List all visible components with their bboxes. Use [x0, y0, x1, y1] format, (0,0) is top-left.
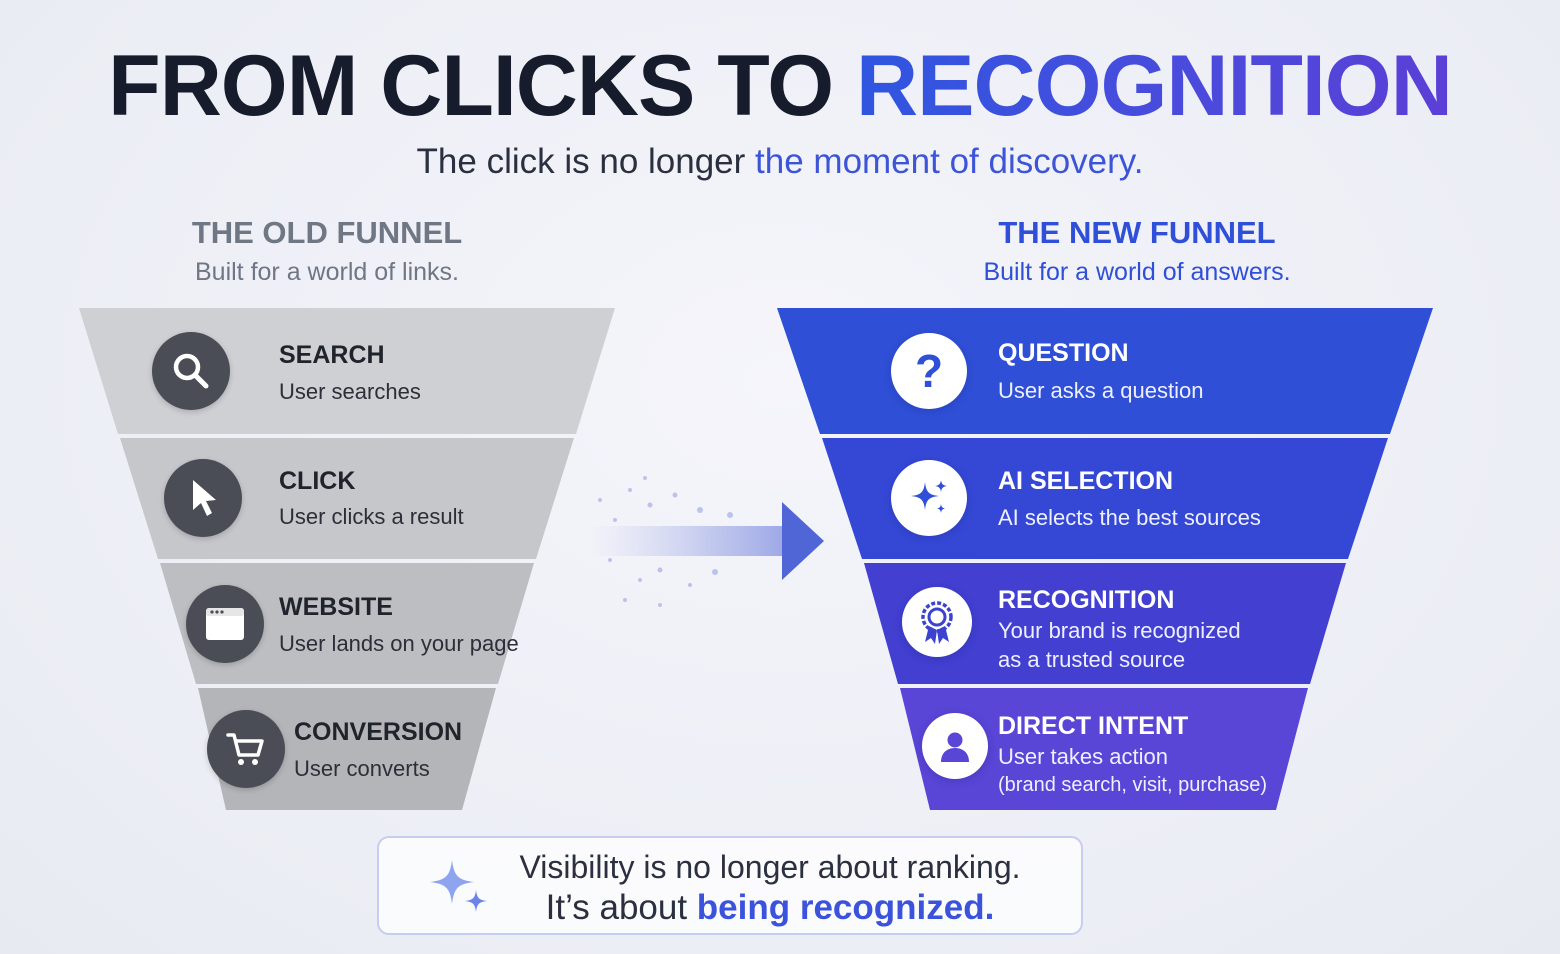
subtitle-highlight: the moment of discovery. [755, 142, 1144, 181]
page-title: FROM CLICKS TO RECOGNITION [0, 38, 1560, 134]
search-icon [152, 332, 230, 410]
page-subtitle: The click is no longer the moment of dis… [0, 140, 1560, 184]
new-step-2-desc: AI selects the best sources [998, 505, 1261, 530]
award-ribbon-icon [902, 587, 972, 657]
subtitle-part1: The click is no longer [416, 142, 756, 181]
old-step-4-desc: User converts [294, 756, 430, 781]
old-step-2-title: CLICK [279, 467, 356, 495]
new-step-4-desc-2: (brand search, visit, purchase) [998, 774, 1268, 796]
new-step-1-title: QUESTION [998, 339, 1129, 367]
new-funnel-band-1 [777, 308, 1433, 434]
new-step-4-title: DIRECT INTENT [998, 712, 1189, 740]
browser-window-icon [186, 585, 264, 663]
new-step-3-desc-2: as a trusted source [998, 647, 1186, 672]
callout-line-1: Visibility is no longer about ranking. [519, 849, 1021, 885]
old-step-4-title: CONVERSION [294, 718, 463, 746]
new-step-3-desc: Your brand is recognized [998, 618, 1241, 643]
new-step-2-title: AI SELECTION [998, 467, 1174, 495]
new-step-1-desc: User asks a question [998, 378, 1204, 403]
new-funnel-heading: THE NEW FUNNEL [998, 215, 1276, 250]
old-funnel-band-4 [198, 688, 496, 810]
new-funnel-subheading: Built for a world of answers. [983, 258, 1291, 286]
title-highlight: RECOGNITION [856, 38, 1453, 134]
new-funnel-band-4 [900, 688, 1308, 810]
old-step-1-desc: User searches [279, 379, 421, 404]
new-funnel-band-2 [822, 438, 1388, 559]
old-funnel-heading: THE OLD FUNNEL [191, 215, 463, 250]
shopping-cart-icon [207, 710, 285, 788]
callout-line-2-part1: It’s about [545, 888, 697, 927]
new-step-3-title: RECOGNITION [998, 586, 1175, 614]
old-funnel-subheading: Built for a world of links. [195, 258, 459, 286]
title-part1: FROM CLICKS TO [108, 38, 857, 134]
cursor-icon [164, 459, 242, 537]
old-funnel-band-2 [120, 438, 574, 559]
question-mark-icon: ? [891, 333, 967, 409]
old-funnel-band-3 [160, 563, 534, 684]
old-step-3-title: WEBSITE [279, 593, 393, 621]
new-step-4-desc: User takes action [998, 744, 1168, 769]
sparkle-icon [891, 460, 967, 536]
transition-arrow [590, 476, 824, 607]
old-step-2-desc: User clicks a result [279, 504, 464, 529]
callout-box [377, 836, 1083, 935]
old-step-1-title: SEARCH [279, 341, 385, 369]
sparkle-icon [430, 860, 487, 912]
old-step-3-desc: User lands on your page [279, 631, 519, 656]
callout-line-2-highlight: being recognized. [696, 888, 995, 927]
callout-line-2: It’s about being recognized. [470, 887, 1070, 929]
new-funnel-band-3 [864, 563, 1346, 684]
user-icon [922, 713, 988, 779]
